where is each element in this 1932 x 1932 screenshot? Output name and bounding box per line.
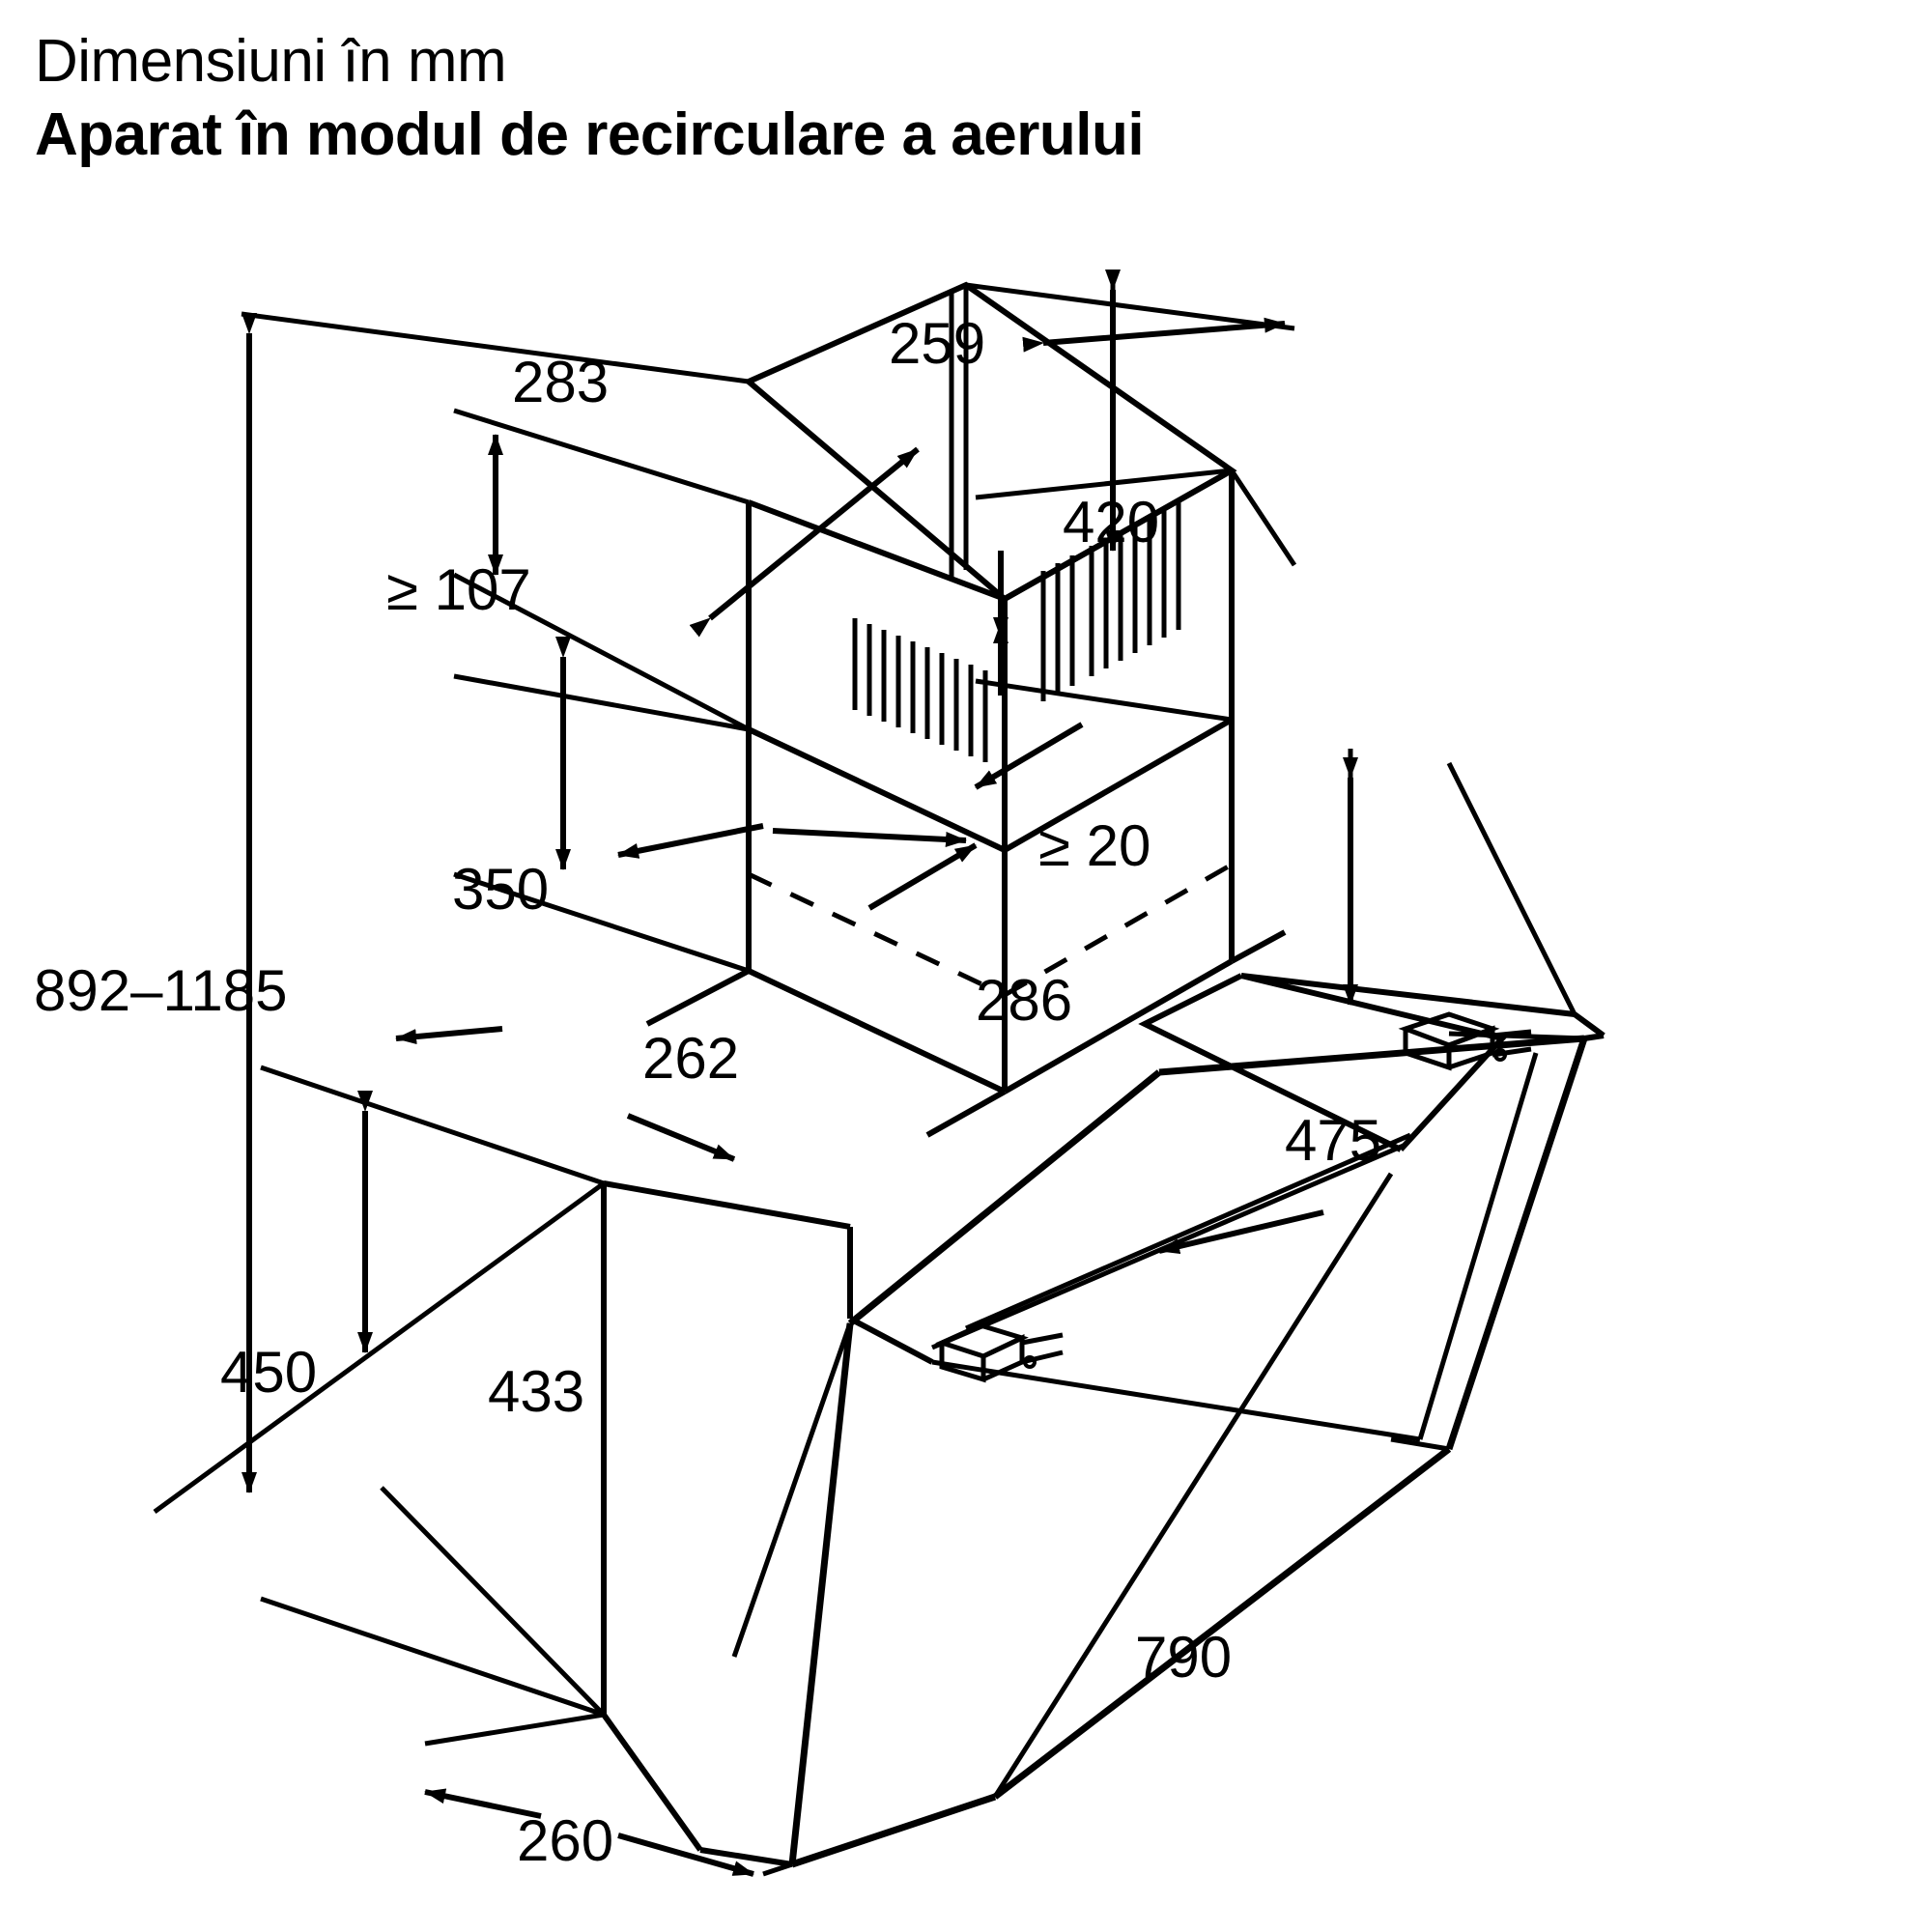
ext-lines: [153, 282, 1585, 1877]
dim-label-259: 259: [889, 311, 985, 376]
hood-glass-frame-inner: [931, 1052, 1539, 1442]
chimney-louvres-right: [1040, 499, 1181, 701]
dim-label-283: 283: [512, 350, 609, 414]
dim-label-262: 262: [642, 1026, 739, 1091]
dim-label-total-height: 892–1185: [34, 958, 288, 1023]
dim-259: [1022, 317, 1286, 353]
dim-label-420: 420: [1063, 490, 1159, 554]
dim-262: [617, 823, 967, 859]
chimney-louvres-left: [852, 618, 988, 762]
dim-790: [1158, 1209, 1324, 1254]
dim-260: [424, 1788, 754, 1877]
dim-label-min-107: ≥ 107: [386, 557, 531, 622]
units-title: Dimensiuni în mm: [35, 28, 507, 95]
control-knob-lower: [935, 1322, 1064, 1383]
dim-label-260: 260: [517, 1808, 613, 1873]
mode-title: Aparat în modul de recirculare a aerului: [35, 101, 1145, 168]
chimney-upper-front-bottom: [747, 726, 1007, 853]
dim-label-350: 350: [452, 857, 549, 922]
dim-label-475: 475: [1285, 1108, 1381, 1173]
dim-label-790: 790: [1135, 1625, 1232, 1690]
hood-left-block: [601, 1180, 934, 1867]
hood-glass-panel: [788, 1035, 1588, 1868]
dim-286: [867, 722, 1084, 911]
chimney-upper: [743, 281, 1237, 853]
chimney-upper-right-bottom: [1003, 717, 1234, 853]
hood-body: [1138, 973, 1605, 1152]
dim-283: [689, 446, 920, 638]
dim-label-286: 286: [976, 968, 1072, 1033]
dim-433: [395, 1026, 736, 1162]
dimension-labels: 892–1185 283 259 ≥ 107 420 350 ≥ 20 286 …: [34, 311, 1381, 1873]
hidden-lines: [747, 862, 1234, 998]
helper-lines: [1110, 270, 1353, 782]
dim-label-433: 433: [488, 1359, 584, 1424]
dim-label-min-20: ≥ 20: [1038, 813, 1151, 878]
chimney-base-collar: [645, 929, 1287, 1138]
chimney-lower: [746, 720, 1235, 1094]
dim-label-450: 450: [220, 1340, 317, 1405]
